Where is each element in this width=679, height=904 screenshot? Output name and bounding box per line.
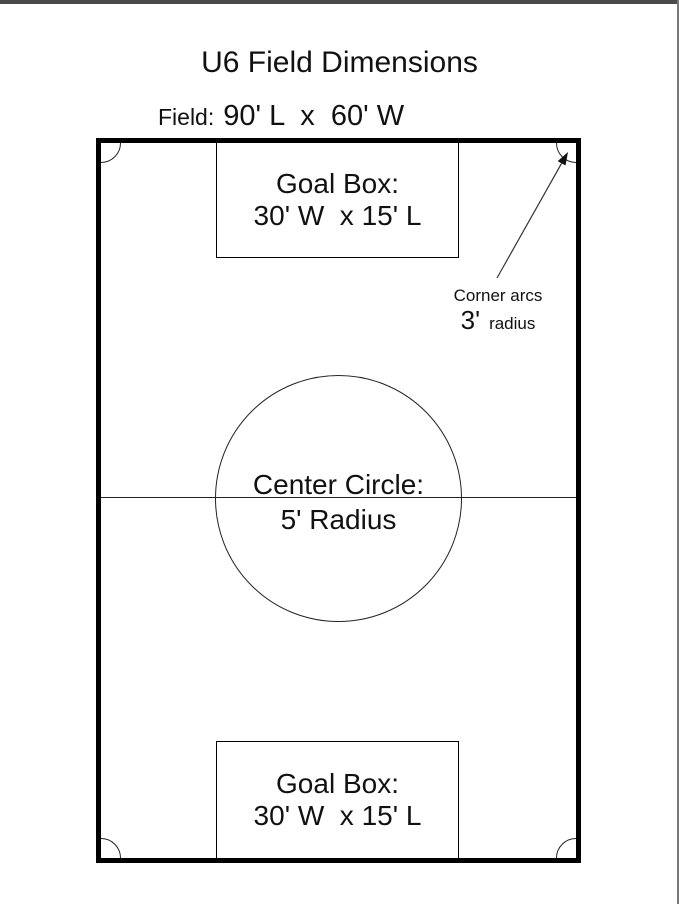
field-dimensions-caption: Field: 90' L x 60' W (158, 100, 404, 133)
corner-arc-annotation: Corner arcs 3' radius (436, 286, 560, 338)
corner-arc-top-left (101, 143, 121, 163)
corner-arc-radius-value: 3' (460, 305, 481, 335)
corner-arc-bottom-left (101, 838, 121, 858)
page-top-edge (0, 0, 679, 4)
field-value: 90' L x 60' W (223, 100, 405, 132)
corner-arc-top-right (556, 143, 576, 163)
goal-box-bottom-line2: 30' W x 15' L (253, 800, 422, 831)
corner-arc-annotation-measure: 3' radius (436, 306, 560, 338)
goal-box-top-line2: 30' W x 15' L (253, 200, 422, 231)
corner-arc-bottom-right (556, 838, 576, 858)
diagram-title: U6 Field Dimensions (201, 46, 478, 79)
field-outline: Center Circle: 5' Radius Goal Box: 30' W… (96, 138, 581, 863)
corner-arc-annotation-label: Corner arcs (453, 286, 543, 305)
center-circle-label-line1: Center Circle: (252, 469, 425, 500)
goal-box-bottom-line1: Goal Box: (276, 768, 399, 799)
goal-box-bottom: Goal Box: 30' W x 15' L (216, 741, 459, 858)
center-circle-label: Center Circle: 5' Radius (101, 467, 576, 537)
field-label: Field: (158, 104, 215, 130)
goal-box-top: Goal Box: 30' W x 15' L (216, 143, 459, 258)
goal-box-top-line1: Goal Box: (276, 168, 399, 199)
center-circle-label-line2: 5' Radius (280, 504, 397, 535)
page-right-edge (677, 0, 679, 904)
corner-arc-radius-unit: radius (489, 314, 536, 333)
center-circle (215, 375, 462, 622)
